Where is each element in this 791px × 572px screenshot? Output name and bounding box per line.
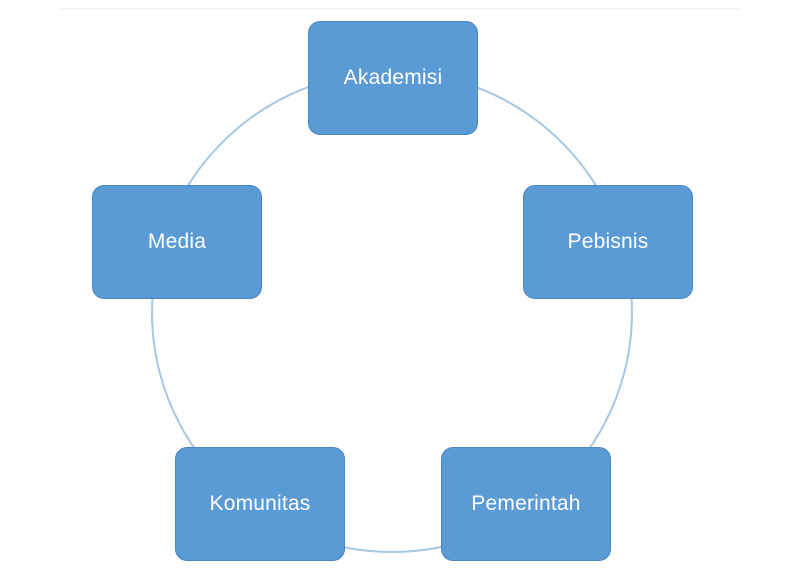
node-komunitas-label: Komunitas	[209, 492, 311, 515]
node-pemerintah-label: Pemerintah	[471, 492, 581, 515]
node-media-label: Media	[147, 230, 207, 253]
node-media: Media	[92, 185, 262, 299]
node-pebisnis-label: Pebisnis	[567, 230, 649, 253]
top-divider	[60, 8, 740, 9]
node-akademisi-label: Akademisi	[343, 66, 443, 89]
node-komunitas: Komunitas	[175, 447, 345, 561]
node-pebisnis: Pebisnis	[523, 185, 693, 299]
node-akademisi: Akademisi	[308, 21, 478, 135]
node-pemerintah: Pemerintah	[441, 447, 611, 561]
